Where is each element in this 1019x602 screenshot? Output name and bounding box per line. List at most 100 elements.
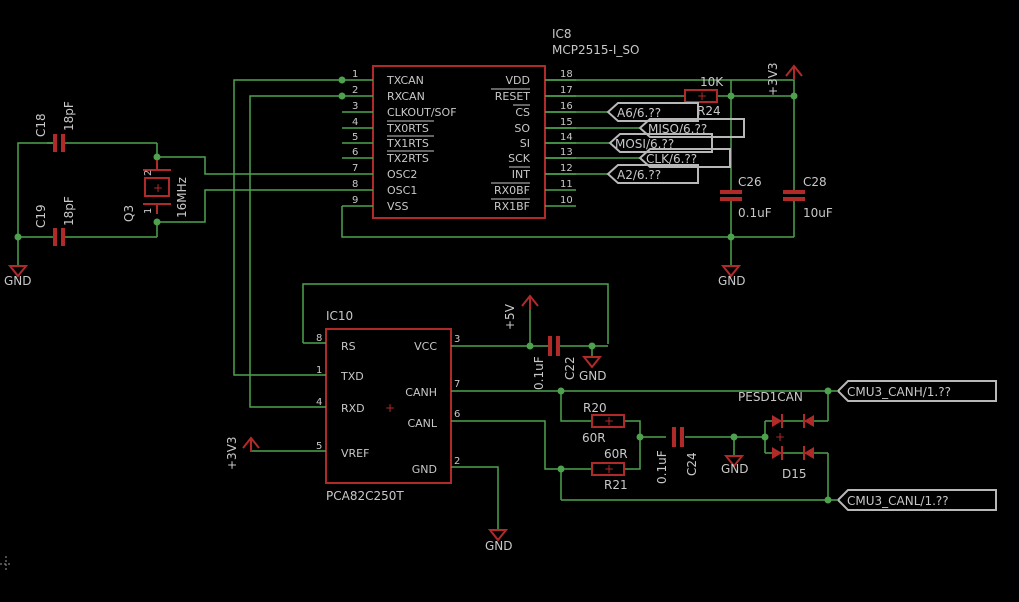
net-label-stubs bbox=[828, 390, 838, 501]
ic8-pin-num: 15 bbox=[560, 117, 573, 128]
ic8-pin-num: 11 bbox=[560, 179, 573, 190]
crystal-value: 16MHz bbox=[175, 177, 189, 218]
wires bbox=[17, 70, 829, 530]
resistor-r24[interactable]: + 10K R24 bbox=[684, 75, 724, 118]
ic8-pin-name: SCK bbox=[508, 152, 531, 165]
ic10-pin-num: 8 bbox=[316, 333, 322, 344]
miso-label: MISO/6.?? bbox=[648, 122, 707, 136]
ic8-pin-num: 3 bbox=[352, 101, 358, 112]
ic10-pin-name: VCC bbox=[414, 340, 437, 353]
gnd-symbol-left[interactable]: GND bbox=[4, 265, 32, 288]
canl-label: CMU3_CANL/1.?? bbox=[847, 494, 949, 508]
ic8-refdes: IC8 bbox=[552, 27, 572, 41]
ic10-pin-num: 5 bbox=[316, 441, 322, 452]
ic8-pin-name: TX2RTS bbox=[386, 152, 429, 165]
capacitor-c19[interactable]: C19 18pF bbox=[34, 196, 76, 246]
crystal-pin1-num: 1 bbox=[143, 208, 154, 214]
c28-refdes: C28 bbox=[803, 175, 827, 189]
ic8-pin-num: 12 bbox=[560, 163, 573, 174]
ic8-pin-name: TX0RTS bbox=[386, 122, 429, 135]
ic10-pin-num: 6 bbox=[454, 409, 460, 420]
ic8-pin-num: 13 bbox=[560, 147, 573, 158]
ic10-pca82c250[interactable]: + IC10 PCA82C250T 8 1 4 5 RS TXD RXD VRE… bbox=[303, 309, 470, 503]
c24-value: 0.1uF bbox=[655, 450, 669, 484]
a2-label: A2/6.?? bbox=[617, 168, 661, 182]
ic8-mcp2515[interactable]: IC8 MCP2515-I_SO 1 2 3 4 5 6 7 8 9 TXCAN… bbox=[342, 27, 639, 219]
ic8-pin-name: CLKOUT/SOF bbox=[387, 106, 457, 119]
v33-vref-label: +3V3 bbox=[225, 436, 239, 470]
ic10-pin-name: CANH bbox=[405, 386, 437, 399]
ic8-pin-name: INT bbox=[512, 168, 530, 181]
ic8-pin-name: RXCAN bbox=[387, 90, 425, 103]
net-label-canh[interactable]: CMU3_CANH/1.?? bbox=[836, 380, 997, 402]
ic8-pin-num: 8 bbox=[352, 179, 358, 190]
c22-value: 0.1uF bbox=[532, 356, 546, 390]
ic8-pin-name: TXCAN bbox=[386, 74, 424, 87]
net-label-mosi[interactable]: MOSI/6.?? bbox=[608, 133, 713, 153]
net-label-canl[interactable]: CMU3_CANL/1.?? bbox=[836, 489, 997, 511]
net-label-a6[interactable]: A6/6.?? bbox=[606, 102, 699, 122]
origin-cross-icon: + bbox=[385, 401, 395, 415]
ic10-pin-name: VREF bbox=[341, 447, 369, 460]
gnd-ic10-label: GND bbox=[485, 539, 513, 553]
c18-value: 18pF bbox=[62, 101, 76, 131]
ic8-pin-name: SO bbox=[514, 122, 530, 135]
diode-d15[interactable]: + PESD1CAN D15 bbox=[738, 390, 814, 481]
ic8-pin-num: 1 bbox=[352, 69, 358, 80]
ic8-pin-name: VDD bbox=[506, 74, 530, 87]
power-symbol-3v3-vref[interactable]: +3V3 bbox=[225, 436, 260, 470]
ic8-pin-name: RX1BF bbox=[494, 200, 530, 213]
capacitor-c18[interactable]: C18 18pF bbox=[34, 101, 76, 152]
c19-refdes: C19 bbox=[34, 204, 48, 228]
capacitor-c28[interactable]: C28 10uF bbox=[783, 175, 833, 220]
crystal-refdes: Q3 bbox=[122, 205, 136, 222]
ic8-pin-num: 16 bbox=[560, 101, 573, 112]
capacitor-c22[interactable]: 0.1uF C22 bbox=[532, 336, 577, 390]
origin-cross-icon: + bbox=[697, 89, 707, 103]
ic8-overbars bbox=[387, 88, 530, 200]
ic8-pin-num: 14 bbox=[560, 132, 573, 143]
ic8-pin-name: VSS bbox=[387, 200, 409, 213]
resistor-r20[interactable]: + R20 60R bbox=[582, 401, 625, 445]
ic8-pin-name: OSC2 bbox=[387, 168, 417, 181]
gnd-symbol-c24[interactable]: GND bbox=[721, 455, 749, 476]
ic8-pin-name: SI bbox=[520, 137, 530, 150]
ic10-pin-name: CANL bbox=[407, 417, 437, 430]
c28-value: 10uF bbox=[803, 206, 833, 220]
ic10-pin-num: 2 bbox=[454, 456, 460, 467]
ic8-pin-num: 4 bbox=[352, 117, 358, 128]
gnd-left-label: GND bbox=[4, 274, 32, 288]
net-label-a2[interactable]: A2/6.?? bbox=[606, 164, 699, 184]
resistor-r21[interactable]: + 60R R21 bbox=[591, 447, 628, 492]
power-symbol-3v3-top[interactable]: +3V3 bbox=[766, 62, 803, 96]
ic8-pin-num: 5 bbox=[352, 132, 358, 143]
c26-value: 0.1uF bbox=[738, 206, 772, 220]
ic8-right-pin-stubs bbox=[545, 79, 576, 207]
ic10-pin-name: TXD bbox=[340, 370, 364, 383]
ic10-pin-num: 3 bbox=[454, 334, 460, 345]
capacitor-c26[interactable]: C26 0.1uF bbox=[720, 175, 772, 220]
r21-value: 60R bbox=[604, 447, 628, 461]
v33-top-label: +3V3 bbox=[766, 62, 780, 96]
ic10-pin-name: GND bbox=[412, 463, 437, 476]
ic10-pin-num: 1 bbox=[316, 365, 322, 376]
r24-value: 10K bbox=[700, 75, 724, 89]
crystal-q3[interactable]: + 2 1 Q3 16MHz bbox=[122, 160, 189, 222]
mosi-label: MOSI/6.?? bbox=[615, 137, 674, 151]
c24-refdes: C24 bbox=[685, 452, 699, 476]
a6-label: A6/6.?? bbox=[617, 106, 661, 120]
ic8-pin-num: 10 bbox=[560, 195, 573, 206]
gnd-c22-label: GND bbox=[579, 369, 607, 383]
ic8-pin-name: TX1RTS bbox=[386, 137, 429, 150]
gnd-symbol-c22[interactable]: GND bbox=[579, 356, 607, 383]
gnd-symbol-c26[interactable]: GND bbox=[718, 265, 746, 288]
junction-dots bbox=[14, 76, 832, 504]
power-symbol-5v[interactable]: +5V bbox=[503, 294, 539, 330]
gnd-symbol-ic10[interactable]: GND bbox=[485, 529, 513, 553]
c26-refdes: C26 bbox=[738, 175, 762, 189]
capacitor-c24[interactable]: 0.1uF C24 bbox=[655, 427, 699, 484]
net-label-miso[interactable]: MISO/6.?? bbox=[638, 118, 745, 138]
ic10-pin-num: 4 bbox=[316, 397, 322, 408]
gnd-c24-label: GND bbox=[721, 462, 749, 476]
